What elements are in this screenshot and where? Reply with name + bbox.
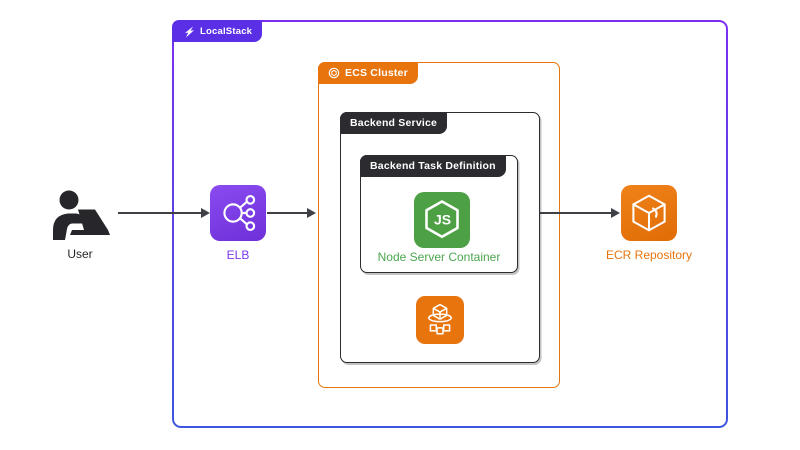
person-at-laptop-icon [53, 190, 110, 240]
ecs-cluster-label: ECS Cluster [345, 67, 408, 79]
localstack-logo-icon [185, 26, 194, 37]
ecs-containers-icon [428, 303, 452, 335]
ecr-cube-icon [632, 194, 666, 232]
backend-service-tab: Backend Service [340, 112, 448, 134]
ecs-cluster-icon [328, 67, 340, 79]
localstack-tab: LocalStack [172, 20, 263, 42]
node-server-label: Node Server Container [377, 250, 501, 264]
arrow-elb-to-ecs-cluster [267, 208, 316, 218]
task-definition-tab: Backend Task Definition [360, 155, 506, 177]
localstack-label: LocalStack [200, 25, 253, 37]
ecs-cluster-boundary [318, 62, 560, 388]
arrow-backend-service-to-ecr [540, 208, 620, 218]
task-definition-label: Backend Task Definition [370, 160, 496, 172]
nodejs-js-letters: JS [434, 212, 451, 228]
user-node [48, 190, 112, 242]
node-server-node: JS [414, 192, 470, 248]
ecr-node [621, 185, 677, 241]
ecr-repository-label: ECR Repository [605, 248, 693, 262]
ecs-service-node [416, 296, 464, 344]
arrow-user-to-elb [118, 208, 210, 218]
user-label: User [67, 247, 93, 261]
elb-label: ELB [226, 248, 250, 262]
elb-node [210, 185, 266, 241]
nodejs-icon: JS [425, 200, 459, 239]
backend-service-label: Backend Service [350, 117, 438, 129]
ecs-cluster-tab: ECS Cluster [318, 62, 418, 84]
load-balancer-icon [223, 195, 256, 231]
